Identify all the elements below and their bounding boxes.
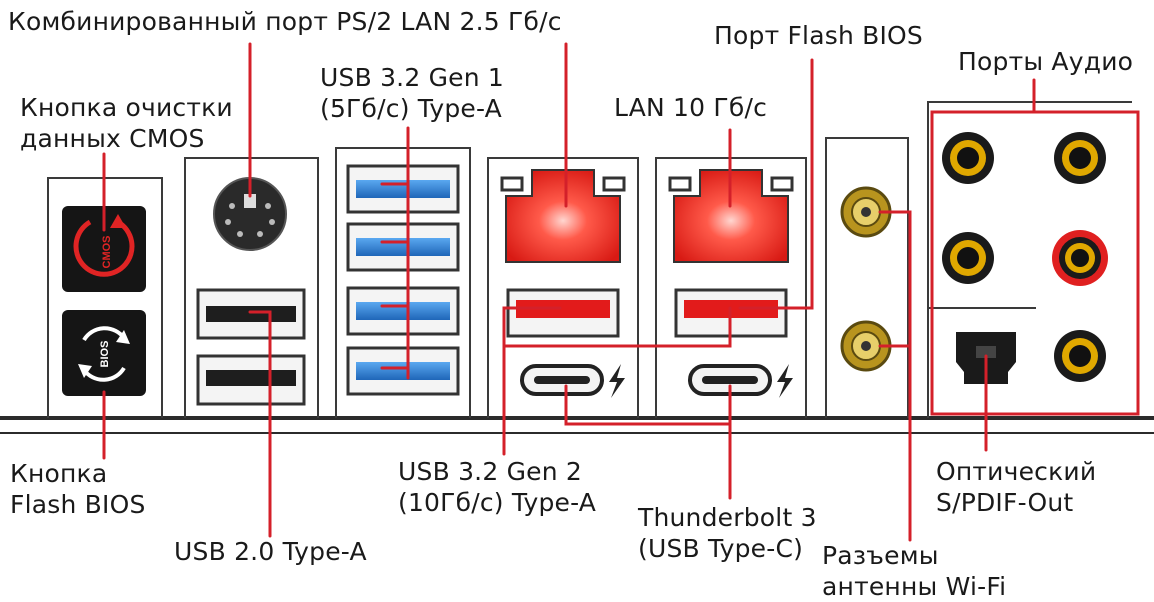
audio-section xyxy=(927,101,1132,418)
callout-thunderbolt xyxy=(564,384,732,500)
label-usb32-gen2: USB 3.2 Gen 2 (10Гб/с) Type-A xyxy=(398,457,597,517)
usb32-gen2-port-1 xyxy=(506,288,620,338)
wifi-antenna-connector-2 xyxy=(840,320,892,372)
cmos-bios-section: CMOS BIOS xyxy=(47,177,163,418)
lan10-port xyxy=(668,169,794,263)
lan25-section xyxy=(487,157,639,418)
audio-jack-3 xyxy=(942,232,994,284)
wifi-antenna-connector-1 xyxy=(840,186,892,238)
callout-usb32-gen2 xyxy=(502,306,732,456)
thunderbolt-icon-2 xyxy=(777,364,793,398)
usb32-gen1-section xyxy=(335,147,471,418)
callout-audio-box xyxy=(930,110,1140,416)
bios-icon-text: BIOS xyxy=(99,341,111,368)
label-lan10: LAN 10 Гб/с xyxy=(614,93,768,122)
audio-jack-5 xyxy=(1054,330,1106,382)
label-optical: Оптический S/PDIF-Out xyxy=(936,457,1097,517)
callout-usb32-gen1 xyxy=(380,126,410,380)
ps2-port xyxy=(213,177,287,251)
label-cmos-button: Кнопка очистки данных CMOS xyxy=(20,93,233,153)
audio-jack-2 xyxy=(1054,132,1106,184)
usb32-gen1-port-4 xyxy=(346,346,460,396)
lan25-port xyxy=(500,169,626,263)
label-audio-ports: Порты Аудио xyxy=(958,47,1134,76)
callout-wifi xyxy=(878,210,912,542)
wifi-section xyxy=(825,137,909,418)
usb32-gen1-port-1 xyxy=(346,164,460,214)
callout-lines xyxy=(102,42,1140,542)
audio-jack-1 xyxy=(942,132,994,184)
bios-icon: BIOS xyxy=(78,326,130,382)
usb32-gen1-port-3 xyxy=(346,286,460,336)
thunderbolt-icon-1 xyxy=(609,364,625,398)
label-flash-bios-port: Порт Flash BIOS xyxy=(714,21,924,50)
thunderbolt-port-2 xyxy=(688,364,772,396)
label-usb20: USB 2.0 Type-A xyxy=(174,537,367,566)
callout-usb20 xyxy=(248,310,272,538)
label-wifi: Разъемы антенны Wi-Fi xyxy=(822,541,1007,601)
ps2-usb2-section xyxy=(184,157,319,418)
callout-flash-bios-port xyxy=(738,58,814,310)
thunderbolt-port-1 xyxy=(520,364,604,396)
label-usb32-gen1: USB 3.2 Gen 1 (5Гб/с) Type-A xyxy=(320,63,505,123)
usb20-port-2 xyxy=(196,354,306,406)
usb32-gen1-port-2 xyxy=(346,222,460,272)
audio-jack-4-red xyxy=(1052,230,1108,286)
panel-base-lines xyxy=(0,416,1154,434)
cmos-icon: CMOS xyxy=(73,214,135,277)
cmos-icon-text: CMOS xyxy=(101,236,113,269)
label-flash-bios-button: Кнопка Flash BIOS xyxy=(10,459,146,519)
label-thunderbolt: Thunderbolt 3 (USB Type-C) xyxy=(638,503,817,563)
usb20-port-1 xyxy=(196,288,306,340)
label-ps2-lan25: Комбинированный порт PS/2 LAN 2.5 Гб/с xyxy=(8,7,562,36)
